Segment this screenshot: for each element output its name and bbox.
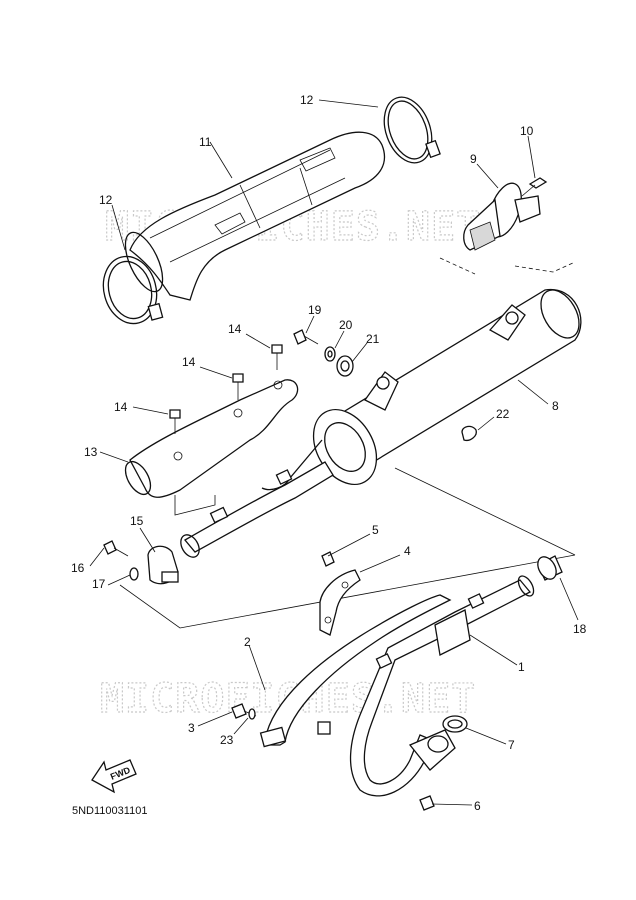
- callout-leaders: [89, 99, 579, 806]
- dashed-guide-9: [439, 257, 576, 275]
- nut-6[interactable]: [419, 795, 435, 811]
- callout-1: 1: [518, 660, 525, 674]
- callout-5: 5: [372, 523, 379, 537]
- callout-20: 20: [339, 318, 353, 332]
- bolt-14-lower[interactable]: [169, 409, 181, 434]
- fwd-arrow-icon: FWD: [91, 759, 137, 794]
- bolt-5[interactable]: [321, 551, 335, 567]
- washer-20[interactable]: [324, 346, 336, 362]
- callout-2: 2: [244, 635, 251, 649]
- bolt-16[interactable]: [103, 540, 129, 557]
- callout-22: 22: [496, 407, 510, 421]
- muffler[interactable]: [261, 283, 587, 495]
- callout-21: 21: [366, 332, 380, 346]
- assembly-outline: [119, 467, 576, 629]
- callout-6: 6: [474, 799, 481, 813]
- callout-13: 13: [84, 445, 98, 459]
- bolt-10[interactable]: [521, 177, 548, 197]
- bolt-14-upper[interactable]: [271, 344, 283, 370]
- callout-16: 16: [71, 561, 85, 575]
- spark-arrester[interactable]: [463, 179, 541, 251]
- washer-23[interactable]: [248, 708, 256, 720]
- callout-17: 17: [92, 577, 106, 591]
- band-clamp-upper[interactable]: [376, 91, 441, 170]
- gasket-7[interactable]: [442, 715, 468, 733]
- callout-14-lower: 14: [114, 400, 128, 414]
- callout-23: 23: [220, 733, 234, 747]
- callout-14-upper: 14: [228, 322, 242, 336]
- diagram-code: 5ND110031101: [72, 805, 147, 817]
- callout-7: 7: [508, 738, 515, 752]
- grommet-21[interactable]: [336, 355, 354, 377]
- stay-2[interactable]: [259, 594, 452, 748]
- callout-8: 8: [552, 399, 559, 413]
- callout-15: 15: [130, 514, 144, 528]
- callout-19: 19: [308, 303, 322, 317]
- callout-12-left: 12: [99, 193, 113, 207]
- washer-17[interactable]: [129, 567, 139, 581]
- callout-4: 4: [404, 544, 411, 558]
- callout-18: 18: [573, 622, 587, 636]
- callout-3: 3: [188, 721, 195, 735]
- bracket-4[interactable]: [319, 569, 361, 636]
- pipe-protector[interactable]: [120, 379, 299, 499]
- band-clamp-lower[interactable]: [96, 250, 164, 329]
- heat-guard-cover[interactable]: [118, 131, 386, 301]
- callout-10: 10: [520, 124, 534, 138]
- exhaust-pipe[interactable]: [349, 573, 537, 797]
- muffler-inlet-pipe[interactable]: [177, 461, 334, 560]
- clamp-15[interactable]: [147, 545, 179, 585]
- bolt-14-middle[interactable]: [232, 373, 244, 400]
- callout-14-middle: 14: [182, 355, 196, 369]
- callout-12-top: 12: [300, 93, 314, 107]
- callout-labels: 12 11 12 10 9 8 13 14 14 14 19 20 21 22 …: [71, 93, 587, 813]
- callout-11: 11: [199, 135, 212, 149]
- exhaust-flange[interactable]: [408, 729, 456, 771]
- callout-9: 9: [470, 152, 477, 166]
- bolt-19[interactable]: [293, 329, 319, 345]
- plug-22[interactable]: [461, 425, 477, 442]
- collar-18[interactable]: [534, 554, 563, 583]
